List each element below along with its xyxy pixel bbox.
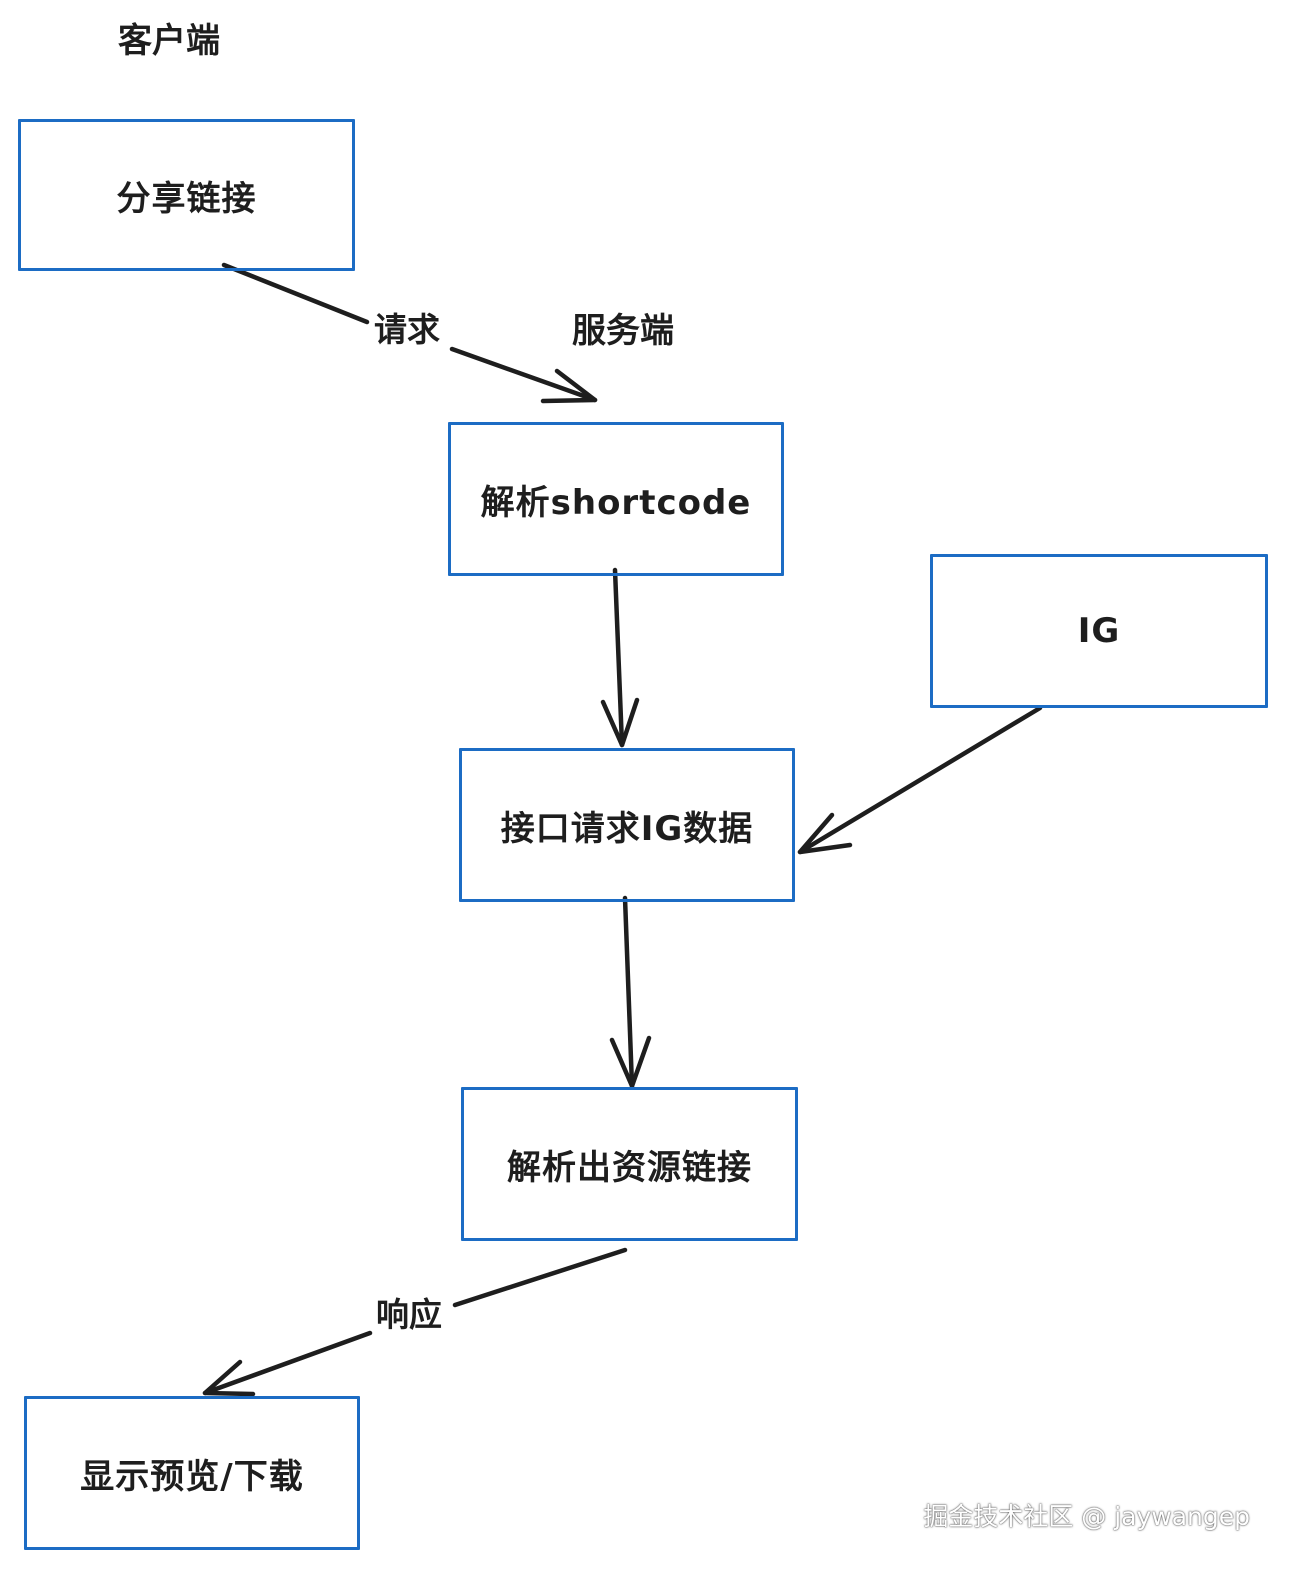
client-lane-label: 客户端 [118, 21, 220, 61]
node-ig: IG [930, 554, 1268, 708]
arrow-response-head [202, 1359, 256, 1397]
node-parse-resource-text: 解析出资源链接 [507, 1147, 752, 1188]
node-ig-text: IG [1077, 611, 1121, 651]
arrow-api-to-resource-head [609, 1035, 652, 1089]
node-display: 显示预览/下载 [24, 1396, 360, 1550]
arrow-request-head [540, 368, 598, 404]
server-lane-label: 服务端 [572, 311, 674, 351]
node-parse-resource: 解析出资源链接 [461, 1087, 798, 1241]
watermark: 掘金技术社区 @ jaywangep [923, 1502, 1250, 1531]
arrow-parse-to-api-head [600, 697, 640, 748]
arrow-request [221, 262, 598, 403]
edge-label-response: 响应 [374, 1295, 444, 1334]
node-parse-shortcode-text: 解析shortcode [480, 482, 752, 523]
arrow-ig-to-api-head [797, 812, 853, 855]
node-display-text: 显示预览/下载 [80, 1456, 304, 1497]
node-share-link: 分享链接 [18, 119, 355, 271]
node-share-link-text: 分享链接 [116, 178, 257, 219]
node-parse-shortcode: 解析shortcode [448, 422, 784, 576]
arrow-parse-to-api [612, 567, 625, 748]
edge-label-request: 请求 [372, 310, 442, 349]
node-api-request-text: 接口请求IG数据 [500, 808, 754, 849]
node-api-request: 接口请求IG数据 [459, 748, 795, 902]
arrow-ig-to-api [797, 705, 1043, 855]
arrow-response [202, 1247, 628, 1396]
arrow-api-to-resource [622, 895, 635, 1089]
